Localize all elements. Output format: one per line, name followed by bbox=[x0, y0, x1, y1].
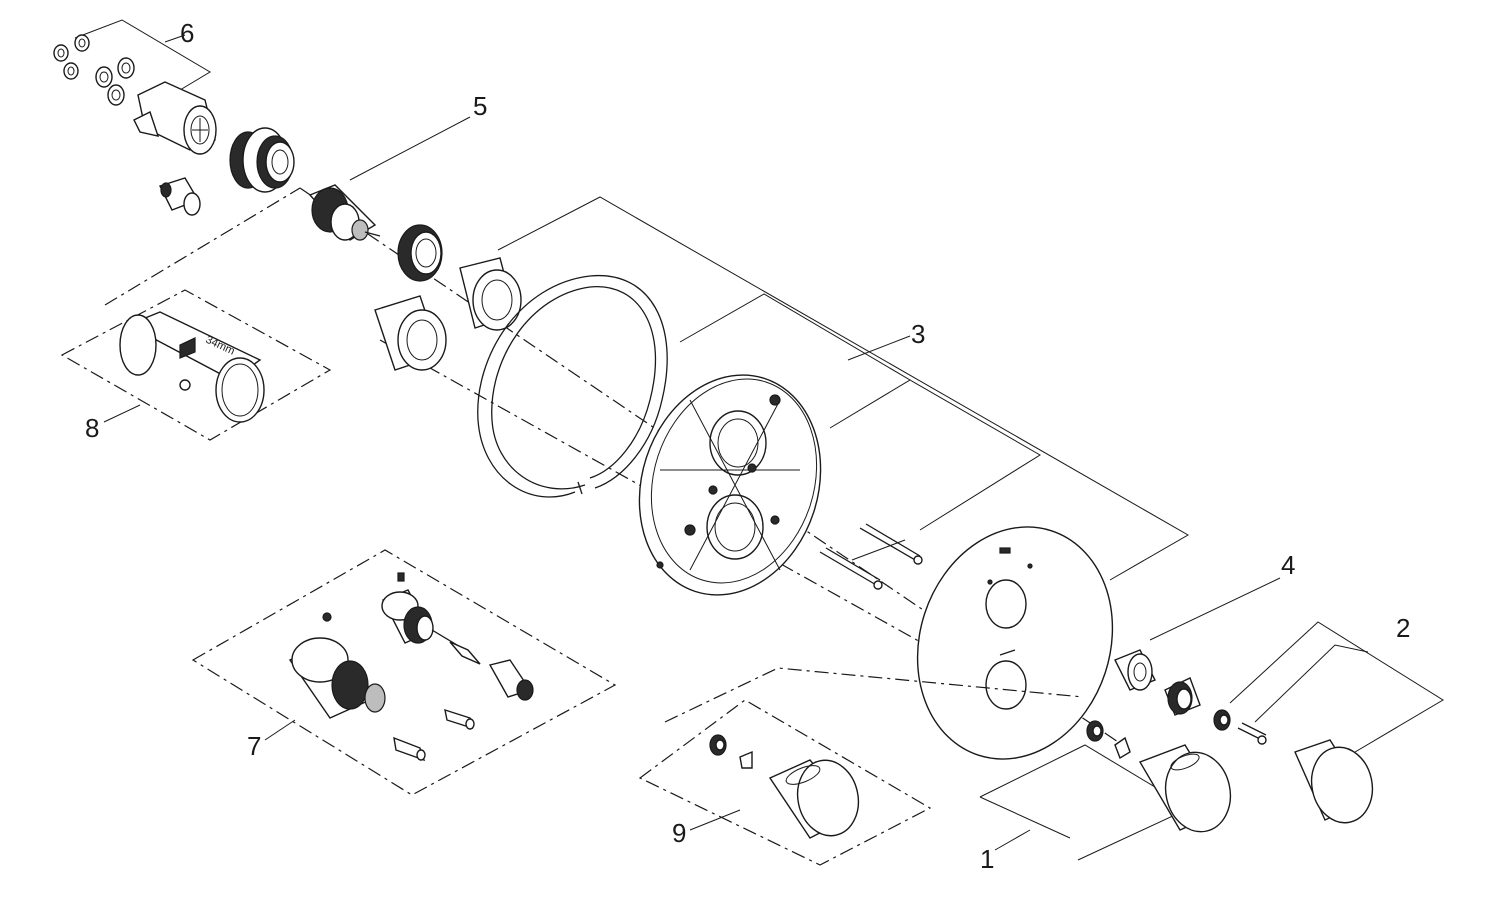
mounting-screws bbox=[819, 523, 923, 590]
callout-8: 8 bbox=[85, 413, 99, 443]
callout-1: 1 bbox=[980, 844, 994, 874]
mounting-plate bbox=[638, 374, 822, 596]
cover-plate bbox=[916, 526, 1114, 760]
callout-5: 5 bbox=[473, 91, 487, 121]
group-1-knob bbox=[979, 720, 1232, 861]
callout-leaders bbox=[103, 404, 1031, 851]
group-5-spindle-and-rings bbox=[308, 116, 522, 371]
callout-6: 6 bbox=[180, 18, 194, 48]
group-7-spare-parts-box bbox=[191, 549, 617, 796]
group-4-adapter bbox=[1114, 577, 1281, 716]
group-6-cartridge-assembly bbox=[53, 19, 295, 216]
group-2-knob bbox=[1213, 621, 1444, 824]
callout-4: 4 bbox=[1281, 550, 1295, 580]
callout-2: 2 bbox=[1396, 613, 1410, 643]
callout-7: 7 bbox=[247, 731, 261, 761]
callout-3: 3 bbox=[911, 319, 925, 349]
group-8-tool-box: 34mm bbox=[60, 289, 332, 441]
split-ring bbox=[477, 274, 668, 498]
callout-numbers: 1 2 3 4 5 6 7 8 9 bbox=[85, 18, 1410, 874]
callout-9: 9 bbox=[672, 818, 686, 848]
group-3-bracket bbox=[497, 196, 1190, 581]
group-9-dashed-box bbox=[638, 667, 1084, 866]
